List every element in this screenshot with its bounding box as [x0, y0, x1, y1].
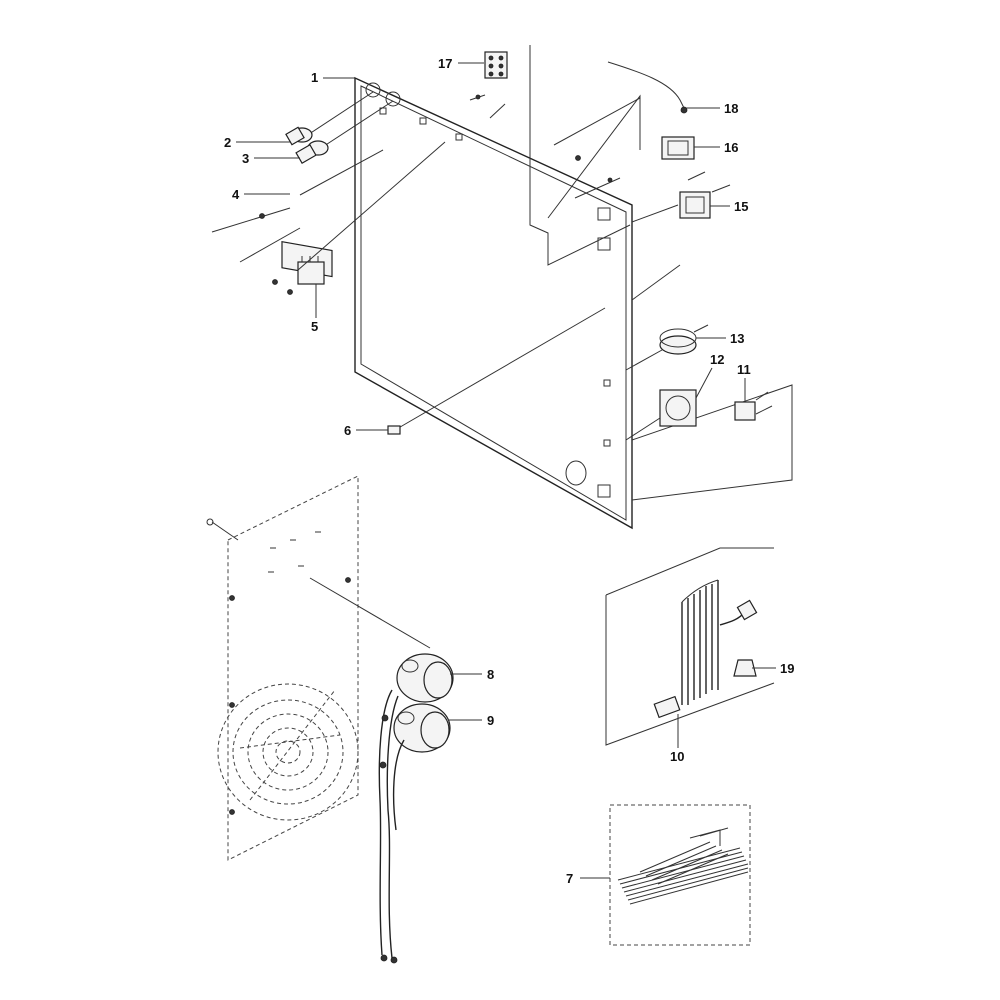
callout-9: 9: [487, 713, 494, 728]
strap-13: [625, 264, 709, 371]
callout-5: 5: [311, 319, 318, 334]
connector-11: [734, 391, 773, 421]
motor-harness: [378, 689, 405, 964]
callout-10: 10: [670, 749, 684, 764]
callout-18: 18: [724, 101, 738, 116]
callout-4: 4: [232, 187, 240, 202]
callout-6: 6: [344, 423, 351, 438]
callout-1: 1: [311, 70, 318, 85]
callout-labels: 1 2 3 4 5 6 7 8 9 10 11 12 13 15 16 17 1…: [224, 56, 794, 886]
lamp-holder-2: [285, 91, 374, 146]
rocker-switch-16: [553, 97, 695, 199]
callout-17: 17: [438, 56, 452, 71]
callout-19: 19: [780, 661, 794, 676]
relay-5: [272, 141, 446, 295]
callout-12: 12: [710, 352, 724, 367]
wire-kit-7: [609, 804, 751, 946]
sensor-wire-18: [607, 61, 688, 114]
callout-2: 2: [224, 135, 231, 150]
capacitor-4: [211, 149, 384, 278]
power-socket-15: [631, 171, 731, 223]
subpanel-outline-mid: [547, 94, 641, 219]
lamp-holder-3: [295, 100, 394, 165]
blower-motor-8: [396, 653, 454, 703]
fan-panel: [206, 475, 431, 861]
callout-16: 16: [724, 140, 738, 155]
callout-3: 3: [242, 151, 249, 166]
subpanel-outline-right: [631, 384, 793, 501]
callout-13: 13: [730, 331, 744, 346]
leader-lines: [236, 62, 776, 879]
callout-7: 7: [566, 871, 573, 886]
heater-element-panel: [605, 547, 775, 746]
callout-15: 15: [734, 199, 748, 214]
callout-11: 11: [737, 362, 751, 377]
blower-motor-9: [393, 703, 451, 753]
clip-6: [387, 307, 606, 435]
motor-mount-12: [625, 389, 697, 441]
terminal-block-17: [469, 51, 508, 119]
main-panel: [354, 76, 633, 530]
callout-8: 8: [487, 667, 494, 682]
subpanel-outline-upper: [529, 45, 631, 266]
